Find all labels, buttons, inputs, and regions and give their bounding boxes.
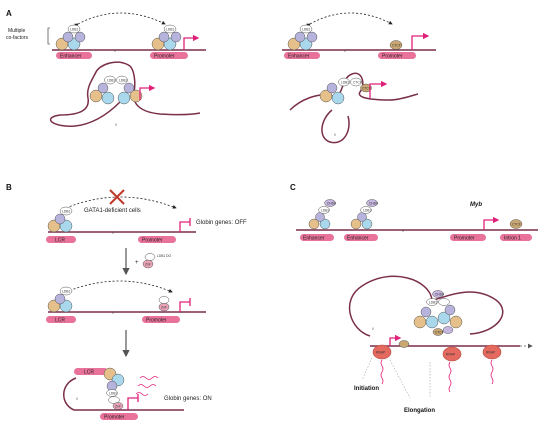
- svg-text:LDB1: LDB1: [166, 28, 174, 32]
- svg-text:Enhancer: Enhancer: [303, 236, 325, 242]
- svg-text:CTCF: CTCF: [362, 87, 371, 91]
- svg-text:Intron 1: Intron 1: [504, 236, 521, 242]
- svg-text:Promoter: Promoter: [146, 318, 167, 324]
- panel-a-letter: A: [6, 9, 12, 18]
- panel-b-letter: B: [6, 183, 12, 192]
- rnap-elongation-1: RNAP: [442, 346, 462, 362]
- svg-text:LDB1 DO: LDB1 DO: [157, 254, 172, 258]
- svg-text:LDB1: LDB1: [302, 28, 310, 32]
- svg-text:Promoter: Promoter: [454, 236, 475, 242]
- svg-text:LCR: LCR: [55, 318, 65, 324]
- svg-text:+: +: [135, 260, 139, 266]
- svg-text:ZnF: ZnF: [161, 306, 167, 310]
- svg-text://: //: [402, 229, 404, 233]
- panel-a-right-loop: // LDB1 CTCF CTCF: [289, 72, 419, 144]
- svg-text:LDB1: LDB1: [429, 301, 437, 305]
- svg-text:LDB1: LDB1: [119, 79, 127, 83]
- svg-text:Enhancer: Enhancer: [288, 54, 310, 60]
- rnap-initiation: RNAP: [372, 344, 392, 360]
- svg-text:CHD8: CHD8: [435, 293, 444, 297]
- svg-text:LCR: LCR: [84, 370, 94, 376]
- panel-b-step3: LCR // LDB1 ZnF Globin genes: ON Promote…: [63, 367, 212, 421]
- svg-text:RNAP: RNAP: [486, 351, 496, 355]
- ctcf-protein: [389, 40, 403, 50]
- svg-text://: //: [372, 327, 374, 331]
- cofactor-note-line2: co-factors: [6, 35, 28, 41]
- svg-text:Enhancer: Enhancer: [60, 54, 82, 60]
- svg-text:Promoter: Promoter: [104, 415, 125, 421]
- panel-c-loop: // LDB1 CHD8 CTCF RNAP RNAP RNAP: [348, 275, 533, 414]
- elongation-label: Elongation: [404, 408, 435, 414]
- svg-text:LDB1: LDB1: [321, 209, 329, 213]
- cofactor-note: Multiple co-factors: [6, 27, 50, 45]
- panel-b-transition1: + ZnF LDB1 DO: [122, 248, 172, 276]
- promoter-complex: LDB1: [151, 24, 182, 51]
- looped-dna: [59, 61, 201, 116]
- svg-text:CTCF: CTCF: [435, 331, 444, 335]
- panel-b-step1: GATA1-deficient cells // LDB1 Globin gen…: [46, 189, 247, 244]
- svg-text:ZnF: ZnF: [115, 405, 121, 409]
- svg-text:LDB1: LDB1: [107, 79, 115, 83]
- svg-text:LCR: LCR: [55, 238, 65, 244]
- svg-text:LDB1: LDB1: [70, 28, 78, 32]
- deficient-label: GATA1-deficient cells: [84, 208, 141, 214]
- svg-text://: //: [344, 49, 346, 53]
- looped-dna-c: [348, 275, 504, 337]
- svg-text:RNAP: RNAP: [376, 351, 386, 355]
- cofactor-note-line1: Multiple: [8, 28, 25, 34]
- svg-text:LDB1: LDB1: [62, 290, 70, 294]
- globin-on-label: Globin genes: ON: [164, 396, 212, 402]
- svg-text:ZnF: ZnF: [145, 263, 151, 267]
- panel-c-letter: C: [290, 183, 296, 192]
- panel-b-step2: // LDB1 ZnF LCR Promoter: [46, 280, 206, 324]
- svg-text:Promoter: Promoter: [382, 54, 403, 60]
- svg-text://: //: [76, 397, 78, 401]
- svg-text:Enhancer: Enhancer: [347, 236, 369, 242]
- svg-text://: //: [115, 123, 117, 127]
- rnap-elongation-2: RNAP: [482, 344, 502, 360]
- gene-name: Myb: [470, 202, 482, 208]
- panel-a-left-linear: // LDB1 LDB1 Enhancer Promoter: [52, 12, 206, 60]
- svg-text:Promoter: Promoter: [154, 54, 175, 60]
- svg-text:LDB1: LDB1: [341, 81, 349, 85]
- panel-a-left-loop: LDB1 LDB1 //: [49, 61, 201, 127]
- enhancer-complex: LDB1: [55, 24, 86, 51]
- svg-text:LDB1: LDB1: [62, 210, 70, 214]
- svg-text:CTCF: CTCF: [353, 81, 362, 85]
- enhancer-pill: [56, 52, 92, 59]
- promoter-pill: [150, 52, 188, 59]
- svg-text:CTCF: CTCF: [512, 223, 521, 227]
- svg-text:LDB1: LDB1: [363, 209, 371, 213]
- svg-text:LDB1: LDB1: [109, 392, 117, 396]
- globin-off-label: Globin genes: OFF: [196, 220, 247, 226]
- svg-text:CHD8: CHD8: [369, 202, 378, 206]
- cross-icon: [109, 189, 125, 205]
- svg-text://: //: [112, 231, 114, 235]
- panel-a-right-linear: // LDB1 CTCF Enhancer Promoter: [282, 12, 436, 60]
- svg-text://: //: [112, 311, 114, 315]
- svg-text:CTCF: CTCF: [392, 44, 401, 48]
- svg-text:CHD8: CHD8: [327, 202, 336, 206]
- panel-c-linear: Myb // LDB1 CHD8 LDB1 CHD8 CTCF Enhancer…: [296, 199, 538, 242]
- promoter-arrow: [183, 34, 200, 50]
- svg-text://: //: [114, 49, 116, 53]
- svg-text:Promoter: Promoter: [142, 238, 163, 244]
- initiation-label: Initiation: [354, 386, 379, 392]
- interaction-arc: [74, 12, 166, 28]
- svg-text:RNAP: RNAP: [446, 353, 456, 357]
- svg-text://: //: [334, 133, 336, 137]
